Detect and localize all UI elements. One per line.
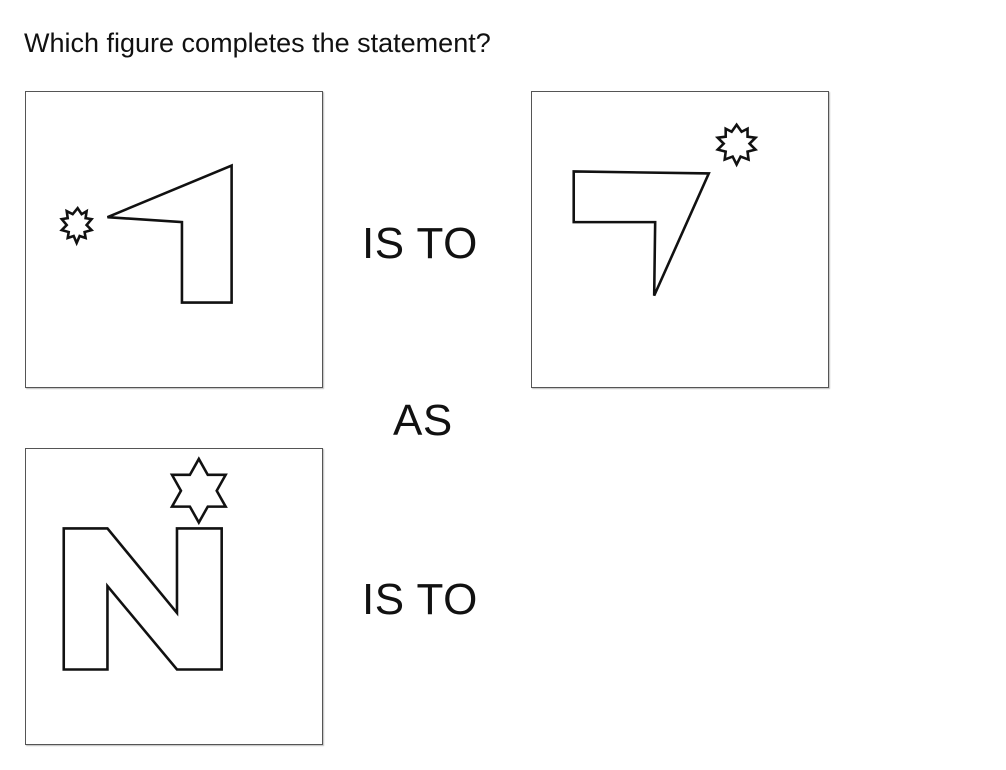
- figure-a-drawing: [59, 163, 233, 304]
- star-burst-icon: [59, 206, 95, 247]
- figure-c-drawing: [62, 456, 228, 671]
- figure-panel-b: [531, 91, 829, 388]
- letter-n-shape: [62, 527, 223, 671]
- question-text: Which figure completes the statement?: [24, 28, 491, 58]
- rotated-hook-shape: [572, 170, 711, 297]
- figure-b-drawing: [572, 122, 759, 297]
- figure-panel-a: [25, 91, 323, 388]
- figure-panel-c: [25, 448, 323, 745]
- as-label: AS: [393, 396, 453, 445]
- six-point-star-icon: [169, 456, 228, 526]
- is-to-label: IS TO: [362, 219, 478, 268]
- hook-shape: [106, 163, 233, 304]
- star-burst-icon: [714, 122, 759, 168]
- is-to-label-2: IS TO: [362, 575, 478, 624]
